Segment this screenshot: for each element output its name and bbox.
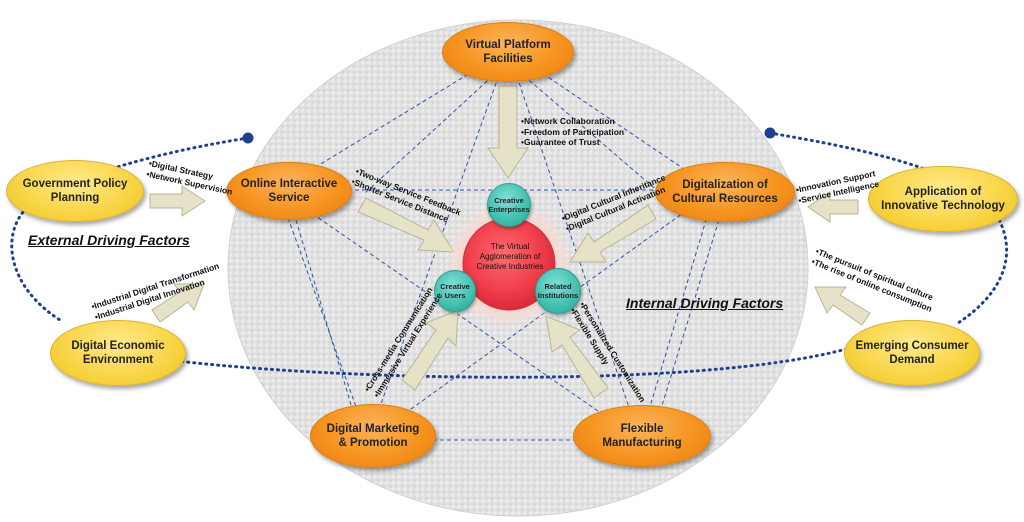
online-service-node: Online Interactive Service (226, 162, 352, 220)
digitalization-node: Digitalization of Cultural Resources (655, 162, 795, 222)
arrow-platform (487, 85, 529, 179)
arrows (149, 85, 871, 399)
arrow-government (149, 185, 206, 217)
virtual-platform-node: Virtual Platform Facilities (442, 22, 574, 82)
right-anchor-dot (764, 127, 776, 139)
arrow-technology (807, 191, 859, 223)
platform-factor: •Guarantee of Trust (521, 137, 600, 148)
digital-marketing-node: Digital Marketing & Promotion (310, 404, 436, 468)
creative-enterprises-node: Creative Enterprises (487, 183, 531, 227)
arrow-economic (151, 283, 205, 323)
consumer-demand-node: Emerging Consumer Demand (844, 320, 980, 386)
platform-factor: •Network Collaboration (521, 116, 615, 126)
arrow-consumer (814, 286, 871, 326)
arrow-marketing (401, 309, 459, 391)
arrow-manufacturing (545, 315, 609, 399)
creative-users-node: Creative Users (434, 270, 476, 312)
digital-economic-node: Digital Economic Environment (50, 320, 186, 386)
internal-heading: Internal Driving Factors (626, 295, 784, 311)
related-institutions-node: Related Institutions (535, 268, 581, 314)
government-policy-node: Government Policy Planning (6, 160, 144, 222)
platform-factors: •Network Collaboration •Freedom of Parti… (521, 116, 624, 148)
platform-factor: •Freedom of Participation (521, 126, 625, 137)
innovative-technology-node: Application of Innovative Technology (868, 166, 1018, 232)
arrow-service (357, 197, 455, 253)
left-anchor-dot (242, 132, 254, 144)
arrow-digitalization (569, 204, 657, 263)
external-heading: External Driving Factors (28, 232, 190, 248)
flexible-manufacturing-node: Flexible Manufacturing (573, 405, 711, 467)
core-text: The Virtual Agglomeration of Creative In… (476, 242, 544, 271)
